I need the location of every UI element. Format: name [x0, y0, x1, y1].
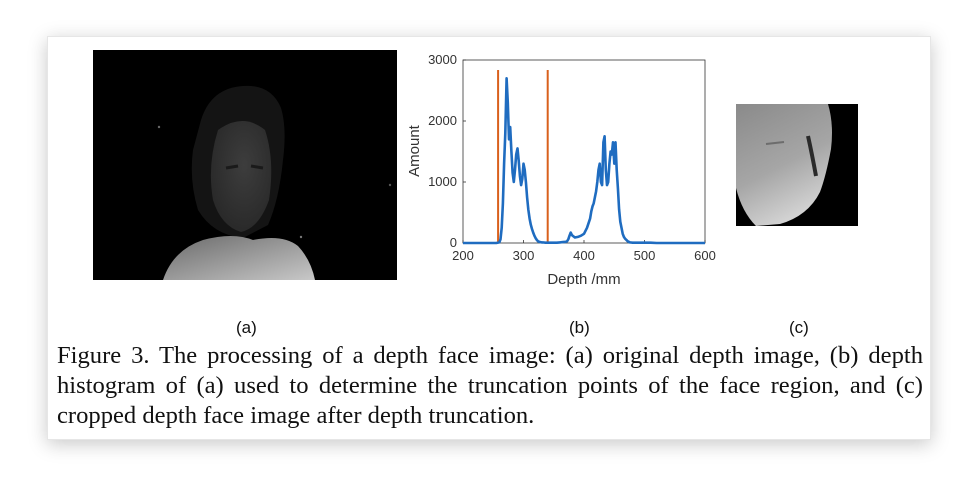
x-tick-label: 600 [694, 248, 716, 263]
y-tick-label: 0 [450, 235, 457, 250]
truncation-lines [497, 70, 549, 243]
cropped-depth-face-image [736, 104, 858, 226]
x-tick-label: 400 [573, 248, 595, 263]
x-axis-ticks: 200 300 400 500 600 [452, 240, 716, 263]
figure-caption: Figure 3. The processing of a depth face… [57, 342, 923, 429]
histogram-series [463, 76, 705, 245]
y-tick-label: 2000 [428, 113, 457, 128]
label-a: (a) [236, 318, 257, 337]
y-tick-label: 1000 [428, 174, 457, 189]
y-axis-label: Amount [406, 124, 423, 177]
x-tick-label: 300 [513, 248, 535, 263]
label-c: (c) [789, 318, 809, 337]
y-tick-label: 3000 [428, 52, 457, 67]
x-axis-label: Depth /mm [547, 271, 620, 288]
original-depth-image [93, 50, 397, 280]
plot-axes [462, 59, 706, 244]
histogram-line [463, 76, 705, 245]
x-tick-label: 500 [634, 248, 656, 263]
label-b: (b) [569, 318, 590, 337]
x-tick-label: 200 [452, 248, 474, 263]
y-axis-ticks: 0 1000 2000 3000 [428, 52, 466, 250]
